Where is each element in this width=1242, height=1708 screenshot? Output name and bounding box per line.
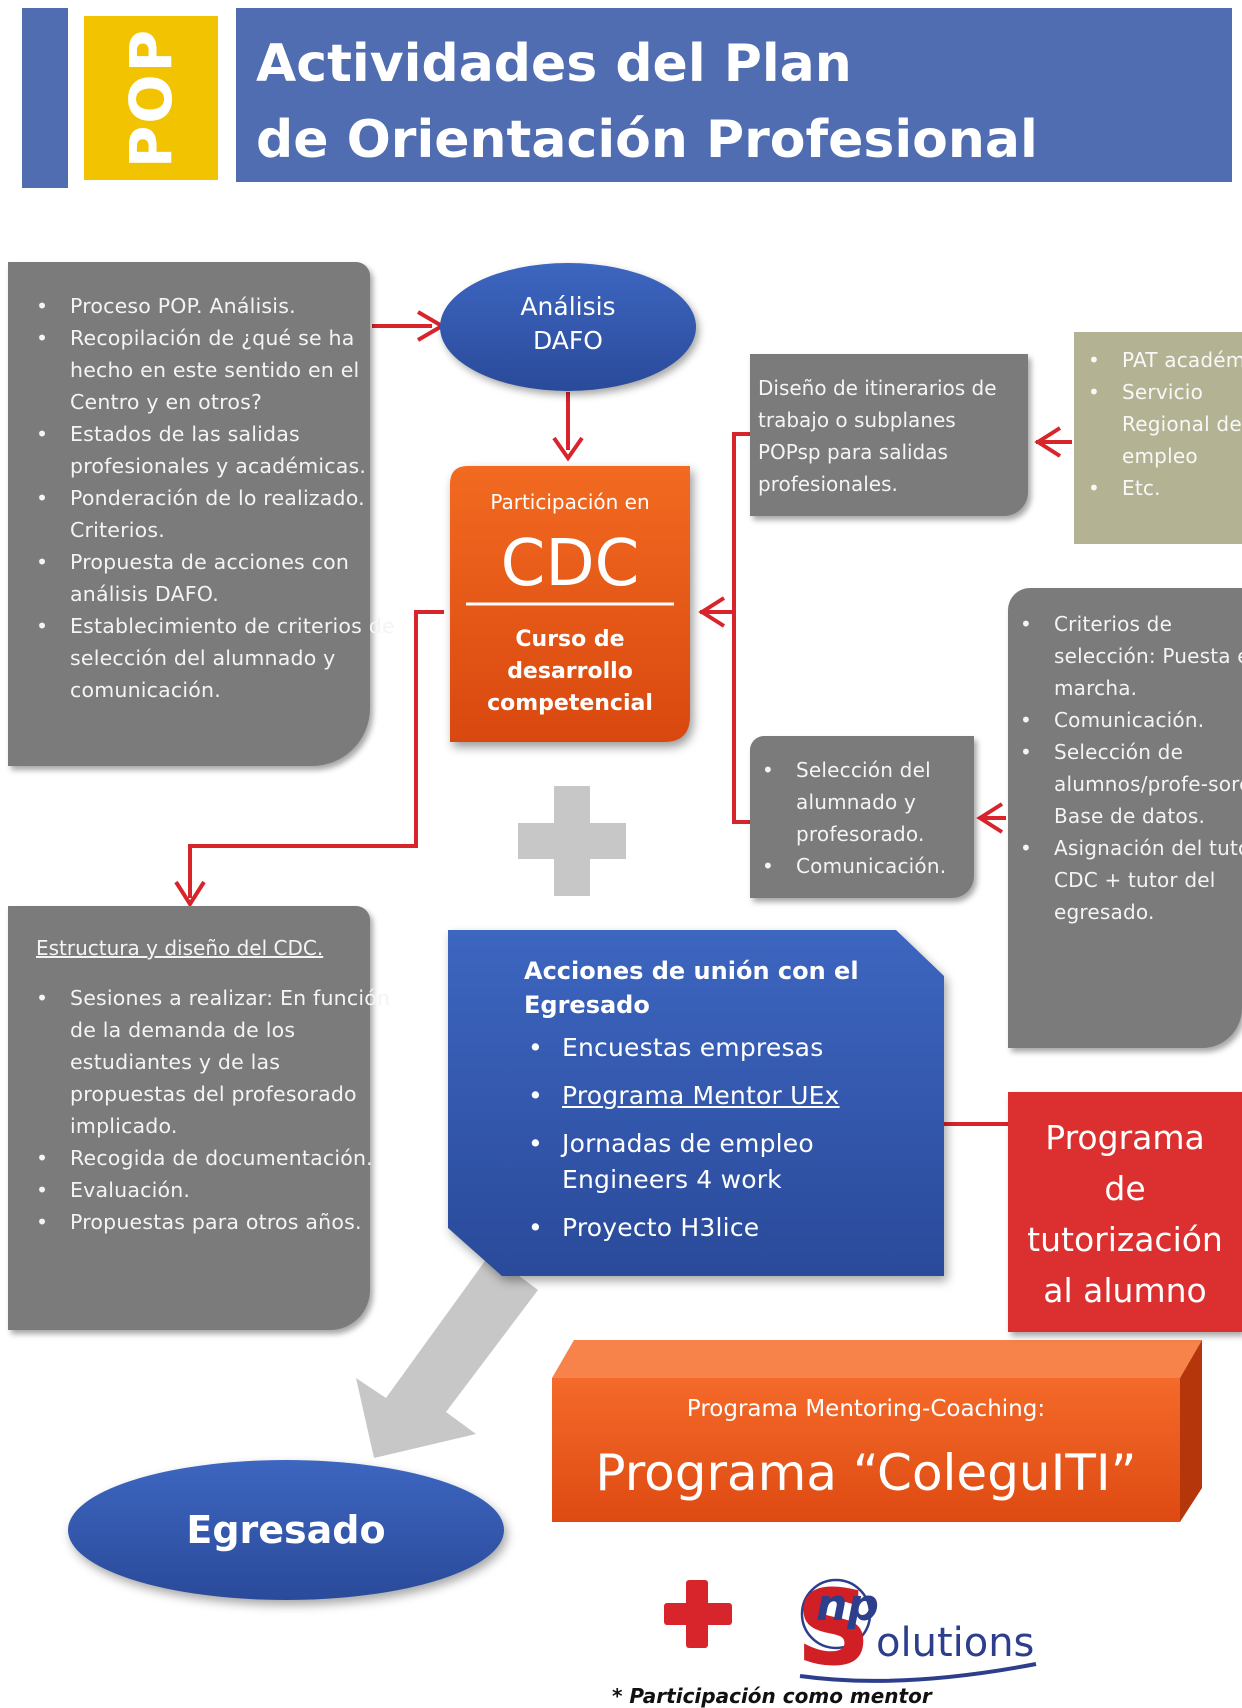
acciones-list: Encuestas empresas Programa Mentor UEx J… bbox=[524, 1030, 924, 1246]
estructura-list: Sesiones a realizar: En función de la de… bbox=[30, 982, 400, 1238]
dafo-line1: Análisis bbox=[520, 292, 616, 321]
logo-letter-s: S bbox=[796, 1567, 871, 1689]
coleguiti-subtitle: Programa Mentoring-Coaching: bbox=[686, 1396, 1046, 1422]
diseno-text: Diseño de itinerarios de trabajo o subpl… bbox=[758, 376, 997, 496]
arrow-cdc-to-estructura bbox=[188, 610, 444, 898]
diseno-box: Diseño de itinerarios de trabajo o subpl… bbox=[750, 354, 1028, 516]
list-item: Asignación del tutor CDC + tutor del egr… bbox=[1020, 832, 1242, 928]
coleguiti-front-face bbox=[552, 1378, 1180, 1522]
seleccion-box: Selección del alumnado y profesorado. Co… bbox=[750, 736, 974, 898]
list-item: Sesiones a realizar: En función de la de… bbox=[36, 982, 400, 1142]
acciones-title: Acciones de unión con el Egresado bbox=[524, 957, 859, 1019]
criterios-box: Criterios de selección: Puesta en marcha… bbox=[1008, 588, 1242, 1048]
list-item: PAT académico bbox=[1088, 344, 1242, 376]
coleguiti-side-face bbox=[1180, 1340, 1202, 1522]
list-item: Encuestas empresas bbox=[528, 1030, 924, 1066]
header-left-bar bbox=[22, 8, 68, 188]
dafo-ellipse bbox=[440, 263, 696, 391]
list-item: Selección de alumnos/profe-sores. Base d… bbox=[1020, 736, 1242, 832]
list-item: Propuestas para otros años. bbox=[36, 1206, 400, 1238]
egresado-ellipse bbox=[68, 1460, 504, 1600]
list-item: Criterios de selección: Puesta en marcha… bbox=[1020, 608, 1242, 704]
list-item: Jornadas de empleo Engineers 4 work bbox=[528, 1126, 924, 1198]
tutorizacion-box: Programa de tutorización al alumno bbox=[1008, 1092, 1242, 1332]
list-item: Selección del alumnado y profesorado. bbox=[762, 754, 1010, 850]
list-item: Proyecto H3lice bbox=[528, 1210, 924, 1246]
coleguiti-top-face bbox=[552, 1340, 1202, 1378]
arrowhead-dafo-to-cdc bbox=[552, 436, 584, 462]
dafo-label: Análisis DAFO bbox=[468, 290, 668, 358]
header-title-line1: Actividades del Plan bbox=[256, 34, 852, 94]
pop-badge: POP bbox=[84, 16, 218, 180]
list-item: Evaluación. bbox=[36, 1174, 400, 1206]
list-item: Recogida de documentación. bbox=[36, 1142, 400, 1174]
arrowhead-bracket-to-cdc bbox=[698, 596, 726, 628]
list-item: Etc. bbox=[1088, 472, 1242, 504]
cdc-top-label: Participación en bbox=[490, 490, 650, 514]
cdc-sub-line1: Curso de bbox=[515, 627, 625, 652]
left-top-list: Proceso POP. Análisis. Recopilación de ¿… bbox=[30, 290, 400, 706]
header-title-line2: de Orientación Profesional bbox=[256, 110, 1038, 170]
list-item: Servicio Regional de empleo bbox=[1088, 376, 1242, 472]
big-gray-arrow bbox=[356, 1254, 538, 1458]
cdc-subtitle: Curso de desarrollo competencial bbox=[450, 624, 690, 720]
estructura-title: Estructura y diseño del CDC. bbox=[36, 936, 324, 960]
tutorizacion-line1: Programa bbox=[1045, 1118, 1205, 1157]
bracket-right bbox=[732, 432, 750, 824]
seleccion-list: Selección del alumnado y profesorado. Co… bbox=[756, 754, 1010, 882]
arrowhead-pat-to-diseno bbox=[1034, 426, 1062, 458]
list-item: Comunicación. bbox=[762, 850, 1010, 882]
np-solutions-logo bbox=[799, 1578, 1037, 1683]
coleguiti-title: Programa “ColeguITI” bbox=[595, 1444, 1137, 1502]
acciones-content: Acciones de unión con el Egresado Encues… bbox=[524, 954, 924, 1246]
estructura-box: Estructura y diseño del CDC. Sesiones a … bbox=[8, 906, 390, 1330]
list-item: Ponderación de lo realizado. Criterios. bbox=[36, 482, 400, 546]
cdc-sub-line3: competencial bbox=[487, 691, 653, 716]
cdc-sub-line2: desarrollo bbox=[507, 659, 633, 684]
tutorizacion-line3: tutorización bbox=[1027, 1220, 1223, 1259]
gray-plus-icon bbox=[518, 786, 626, 896]
arrowhead-cdc-to-estructura bbox=[174, 880, 206, 908]
list-item: Recopilación de ¿qué se ha hecho en este… bbox=[36, 322, 400, 418]
criterios-list: Criterios de selección: Puesta en marcha… bbox=[1014, 608, 1242, 928]
header-title-bar: Actividades del Plan de Orientación Prof… bbox=[236, 8, 1232, 182]
tutorizacion-line4: al alumno bbox=[1043, 1271, 1207, 1310]
tutorizacion-line2: de bbox=[1104, 1169, 1146, 1208]
logo-initials: np bbox=[816, 1580, 879, 1631]
list-item: Programa Mentor UEx bbox=[528, 1078, 924, 1114]
list-item: Propuesta de acciones con análisis DAFO. bbox=[36, 546, 400, 610]
red-plus-icon bbox=[664, 1580, 732, 1648]
dafo-line2: DAFO bbox=[533, 326, 603, 355]
list-item: Estados de las salidas profesionales y a… bbox=[36, 418, 400, 482]
list-item: Establecimiento de criterios de selecció… bbox=[36, 610, 400, 706]
pat-box: PAT académico Servicio Regional de emple… bbox=[1074, 332, 1242, 544]
pat-list: PAT académico Servicio Regional de emple… bbox=[1078, 344, 1242, 504]
footnote: * Participación como mentor bbox=[612, 1684, 932, 1708]
list-item: Proceso POP. Análisis. bbox=[36, 290, 400, 322]
logo-word: olutions bbox=[876, 1620, 1034, 1666]
list-item: Comunicación. bbox=[1020, 704, 1242, 736]
left-top-box: Proceso POP. Análisis. Recopilación de ¿… bbox=[8, 262, 395, 766]
cdc-acronym: CDC bbox=[500, 527, 640, 601]
egresado-label: Egresado bbox=[186, 1508, 386, 1552]
